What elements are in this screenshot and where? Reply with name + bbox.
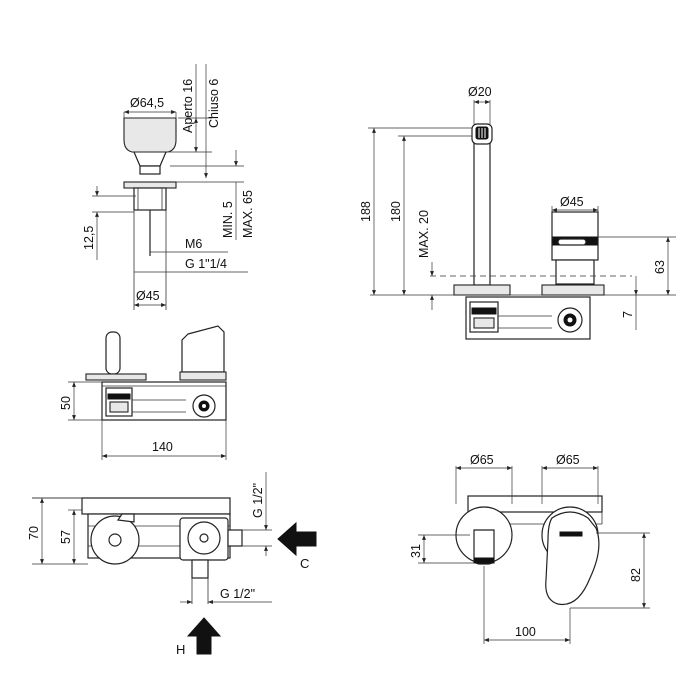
dim-top-g12-horizontal: G 1/2": [220, 587, 255, 601]
dim-top-d57: 57: [59, 530, 73, 544]
dim-elev-d65-left: Ø65: [470, 453, 494, 467]
dim-front-d63: 63: [653, 260, 667, 274]
drain-cap: [123, 117, 177, 153]
dim-drain-m6: M6: [185, 237, 202, 251]
dim-drain-g114: G 1"1/4: [185, 257, 227, 271]
mixer-handle: [551, 211, 599, 261]
dim-drain-d12-5: 12,5: [82, 226, 96, 250]
dim-front-d7: 7: [621, 311, 635, 318]
dim-top-d70: 70: [27, 526, 41, 540]
cold-inlet-arrow: [277, 521, 317, 557]
dim-elev-d31: 31: [409, 544, 423, 558]
spout-pipe: [473, 139, 491, 286]
dim-drain-aperto: Aperto 16: [181, 79, 195, 133]
dim-side-d50: 50: [59, 396, 73, 410]
dim-elev-d65-right: Ø65: [556, 453, 580, 467]
dim-elev-d82: 82: [629, 568, 643, 582]
dim-top-g12-vertical: G 1/2": [251, 483, 265, 518]
side-view: 50 140: [59, 325, 227, 460]
hot-inlet-label: H: [176, 642, 185, 657]
drain-body: [133, 187, 167, 211]
mixer-lever: [545, 511, 600, 606]
top-view: 70 57 G 1/2" G 1/2" C H: [27, 472, 317, 657]
front-elevation: Ø20 188 180 MAX. 20 Ø45 63 7: [359, 85, 676, 340]
wall-elevation: Ø65 Ø65 31 82 100: [409, 453, 650, 644]
dim-drain-max: MAX. 65: [241, 190, 255, 238]
drain-flange: [123, 181, 177, 189]
dim-side-d140: 140: [152, 440, 173, 454]
dim-drain-chiuso: Chiuso 6: [207, 79, 221, 128]
drain-detail: Ø64,5 Aperto 16 Chiuso 6 MIN. 5 MAX. 65 …: [82, 64, 255, 310]
dim-front-d180: 180: [389, 201, 403, 222]
hot-inlet-arrow: [186, 617, 222, 655]
dim-front-max20: MAX. 20: [417, 210, 431, 258]
dim-drain-d64: Ø64,5: [130, 96, 164, 110]
dim-elev-d100: 100: [515, 625, 536, 639]
dim-front-d188: 188: [359, 201, 373, 222]
dim-front-d20: Ø20: [468, 85, 492, 99]
cold-inlet-label: C: [300, 556, 309, 571]
dim-drain-d45: Ø45: [136, 289, 160, 303]
dim-front-d45: Ø45: [560, 195, 584, 209]
dim-drain-min: MIN. 5: [221, 201, 235, 238]
